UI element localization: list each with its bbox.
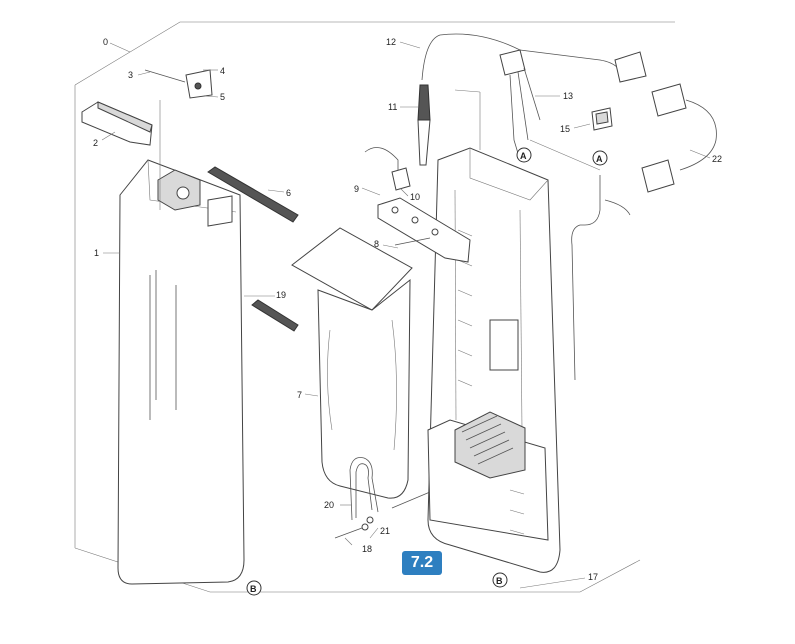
small-strip-part [251, 299, 299, 332]
bracket-part [144, 69, 213, 210]
housing-part [427, 147, 561, 573]
callout-7: 7 [297, 390, 302, 400]
marker-a-2: A [596, 154, 603, 164]
heatsink-fins [461, 415, 514, 465]
callout-4: 4 [220, 66, 225, 76]
callout-11: 11 [388, 102, 397, 112]
callout-8: 8 [374, 239, 379, 249]
housing-ribs [457, 229, 473, 387]
cable-part [421, 33, 647, 83]
callout-3: 3 [128, 70, 133, 80]
sensor-rod-part [417, 84, 431, 166]
front-cover-part [117, 159, 245, 585]
liner-part [291, 227, 413, 499]
callout-18: 18 [362, 544, 372, 554]
seal-strip-part [207, 166, 299, 223]
switch-part [591, 107, 613, 131]
callout-21: 21 [380, 526, 390, 536]
callout-5: 5 [220, 92, 225, 102]
marker-b-1: B [250, 584, 257, 594]
callout-1: 1 [94, 248, 99, 258]
callout-19: 19 [276, 290, 286, 300]
callout-15: 15 [560, 124, 570, 134]
callout-labels: 0 3 4 5 2 6 1 19 7 20 21 18 8 9 10 11 12… [93, 37, 722, 582]
callout-2: 2 [93, 138, 98, 148]
callout-20: 20 [324, 500, 334, 510]
figure-number-badge: 7.2 [402, 551, 442, 575]
callout-17: 17 [588, 572, 598, 582]
power-cord-part [641, 83, 717, 193]
marker-a-1: A [520, 151, 527, 161]
callout-0: 0 [103, 37, 108, 47]
terminal-assembly-part [364, 147, 471, 263]
marker-b-2: B [496, 576, 503, 586]
callout-12: 12 [386, 37, 396, 47]
clip-part [349, 457, 379, 521]
callout-9: 9 [354, 184, 359, 194]
callout-22: 22 [712, 154, 722, 164]
callout-10: 10 [410, 192, 420, 202]
handle-part [81, 101, 153, 146]
wire-part [571, 175, 631, 381]
connector-part [499, 49, 541, 161]
leader-lines [101, 41, 711, 589]
connection-markers: A A B B [246, 147, 608, 596]
callout-13: 13 [563, 91, 573, 101]
callout-6: 6 [286, 188, 291, 198]
